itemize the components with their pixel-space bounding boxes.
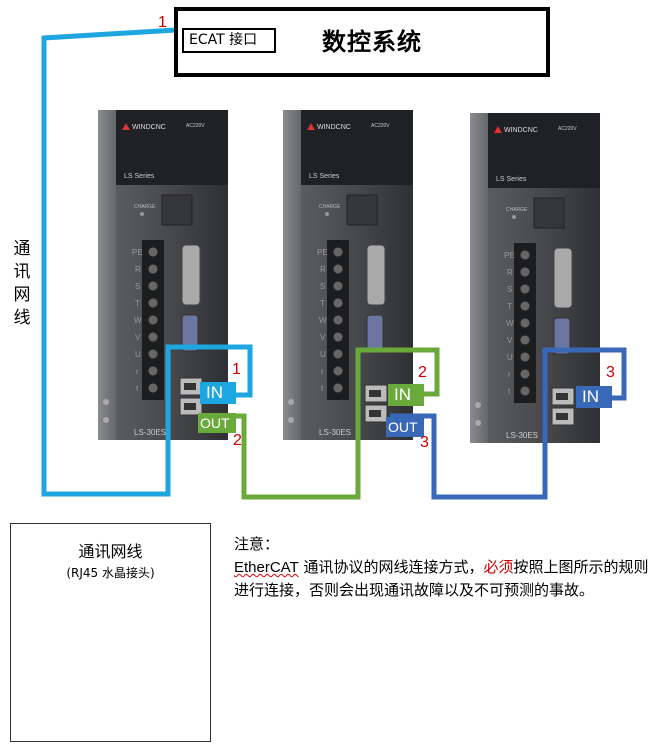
connection-number: 3	[420, 434, 429, 451]
svg-text:W: W	[506, 319, 514, 328]
svg-text:CHARGE: CHARGE	[319, 204, 341, 210]
svg-text:S: S	[507, 285, 512, 294]
svg-text:W: W	[134, 316, 142, 325]
svg-text:T: T	[507, 302, 512, 311]
svg-text:T: T	[320, 299, 325, 308]
svg-text:AC220V: AC220V	[558, 126, 577, 132]
svg-text:LS-30ES: LS-30ES	[506, 431, 538, 440]
notice-text-after: 按照上图所示的规则进行连接，否则会出现通讯故障以及不可预测的事故。	[234, 558, 649, 599]
svg-text:r: r	[136, 367, 139, 376]
connection-number: 2	[233, 432, 242, 449]
svg-text:PE: PE	[317, 248, 328, 257]
svg-text:PE: PE	[504, 251, 515, 260]
svg-text:WINDCNC: WINDCNC	[317, 124, 351, 131]
svg-text:CHARGE: CHARGE	[134, 204, 156, 210]
svg-text:LS-30ES: LS-30ES	[319, 428, 351, 437]
cable-2	[202, 347, 440, 500]
ecat-port-label: ECAT 接口	[182, 28, 276, 53]
cable-3	[390, 347, 627, 500]
notice-emphasis: 必须	[483, 558, 514, 576]
connection-number: 1	[232, 361, 241, 378]
connection-number: 3	[606, 364, 615, 381]
svg-text:LS Series: LS Series	[496, 176, 527, 183]
drive2-in-tag: IN	[388, 384, 424, 406]
cable-label: 通讯网线	[13, 239, 31, 328]
svg-text:PE: PE	[132, 248, 143, 257]
svg-text:LS-30ES: LS-30ES	[134, 428, 166, 437]
drive3-in-tag: IN	[576, 386, 612, 408]
svg-text:S: S	[135, 282, 140, 291]
svg-text:WINDCNC: WINDCNC	[132, 124, 166, 131]
svg-text:t: t	[508, 387, 511, 396]
svg-text:V: V	[507, 336, 513, 345]
notice-protocol: EtherCAT	[234, 559, 299, 576]
svg-text:r: r	[321, 367, 324, 376]
svg-text:LS Series: LS Series	[309, 173, 340, 180]
cable-photo-panel: 通讯网线 (RJ45 水晶接头)	[10, 523, 211, 742]
svg-text:t: t	[321, 384, 324, 393]
svg-text:V: V	[320, 333, 326, 342]
cable-1	[41, 27, 253, 497]
svg-text:U: U	[320, 350, 326, 359]
notice-text-before: 通讯协议的网线连接方式，	[298, 558, 484, 576]
connection-number: 2	[418, 364, 427, 381]
svg-text:CHARGE: CHARGE	[506, 207, 528, 213]
drive1-out-tag: OUT	[198, 413, 236, 433]
notice-text: 注意： EtherCAT 通讯协议的网线连接方式，必须按照上图所示的规则进行连接…	[234, 533, 654, 602]
notice-heading: 注意：	[234, 535, 280, 553]
svg-text:t: t	[136, 384, 139, 393]
drive1-in-tag: IN	[200, 382, 236, 404]
svg-text:W: W	[319, 316, 327, 325]
cable-photo-subtitle: (RJ45 水晶接头)	[66, 566, 155, 580]
svg-text:T: T	[135, 299, 140, 308]
svg-text:R: R	[135, 265, 141, 274]
svg-text:R: R	[320, 265, 326, 274]
notice-body: EtherCAT 通讯协议的网线连接方式，必须按照上图所示的规则进行连接，否则会…	[234, 556, 654, 602]
svg-text:S: S	[320, 282, 325, 291]
cnc-system-title: 数控系统	[322, 28, 422, 56]
svg-text:r: r	[508, 370, 511, 379]
connection-number: 1	[158, 14, 167, 31]
svg-text:R: R	[507, 268, 513, 277]
drive2-out-tag: OUT	[386, 417, 424, 437]
svg-text:U: U	[507, 353, 513, 362]
svg-text:AC220V: AC220V	[371, 123, 390, 129]
svg-text:WINDCNC: WINDCNC	[504, 127, 538, 134]
svg-text:V: V	[135, 333, 141, 342]
svg-text:U: U	[135, 350, 141, 359]
cable-photo-title: 通讯网线	[78, 542, 143, 561]
svg-text:LS Series: LS Series	[124, 173, 155, 180]
svg-text:AC220V: AC220V	[186, 123, 205, 129]
